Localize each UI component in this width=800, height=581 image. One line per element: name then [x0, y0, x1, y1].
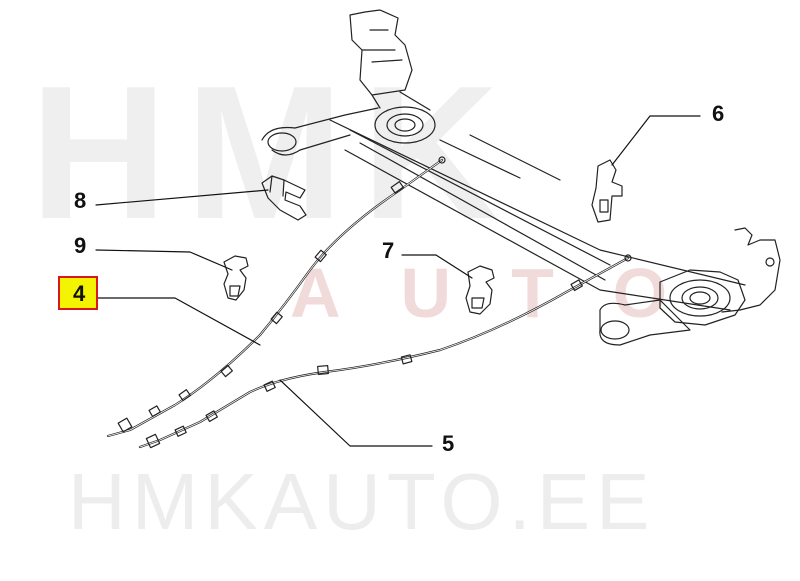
callout-8: 8 — [74, 188, 87, 213]
leader-7 — [401, 254, 473, 279]
callout-9: 9 — [74, 233, 87, 258]
leader-8 — [95, 189, 269, 206]
cable-4 — [106, 156, 446, 438]
leader-4 — [95, 297, 261, 346]
clip-7 — [465, 265, 495, 315]
watermark-logo-text: HMK — [30, 47, 517, 259]
clip-8 — [261, 175, 307, 221]
callout-7: 7 — [382, 238, 395, 263]
leader-lines — [95, 115, 701, 447]
clip-9 — [223, 255, 249, 301]
leader-9 — [95, 249, 233, 271]
watermark-url-text: HMKAUTO.EE — [68, 457, 656, 546]
leader-6 — [611, 115, 701, 166]
callout-6: 6 — [712, 101, 725, 126]
clip-6 — [591, 159, 623, 223]
cable-5 — [138, 254, 632, 449]
callout-5: 5 — [442, 431, 455, 456]
callout-4-highlighted: 4 — [58, 276, 98, 310]
leader-5 — [279, 379, 433, 447]
rear-axle-assembly — [261, 9, 781, 346]
watermark-auto-text: AUTO — [290, 254, 728, 332]
